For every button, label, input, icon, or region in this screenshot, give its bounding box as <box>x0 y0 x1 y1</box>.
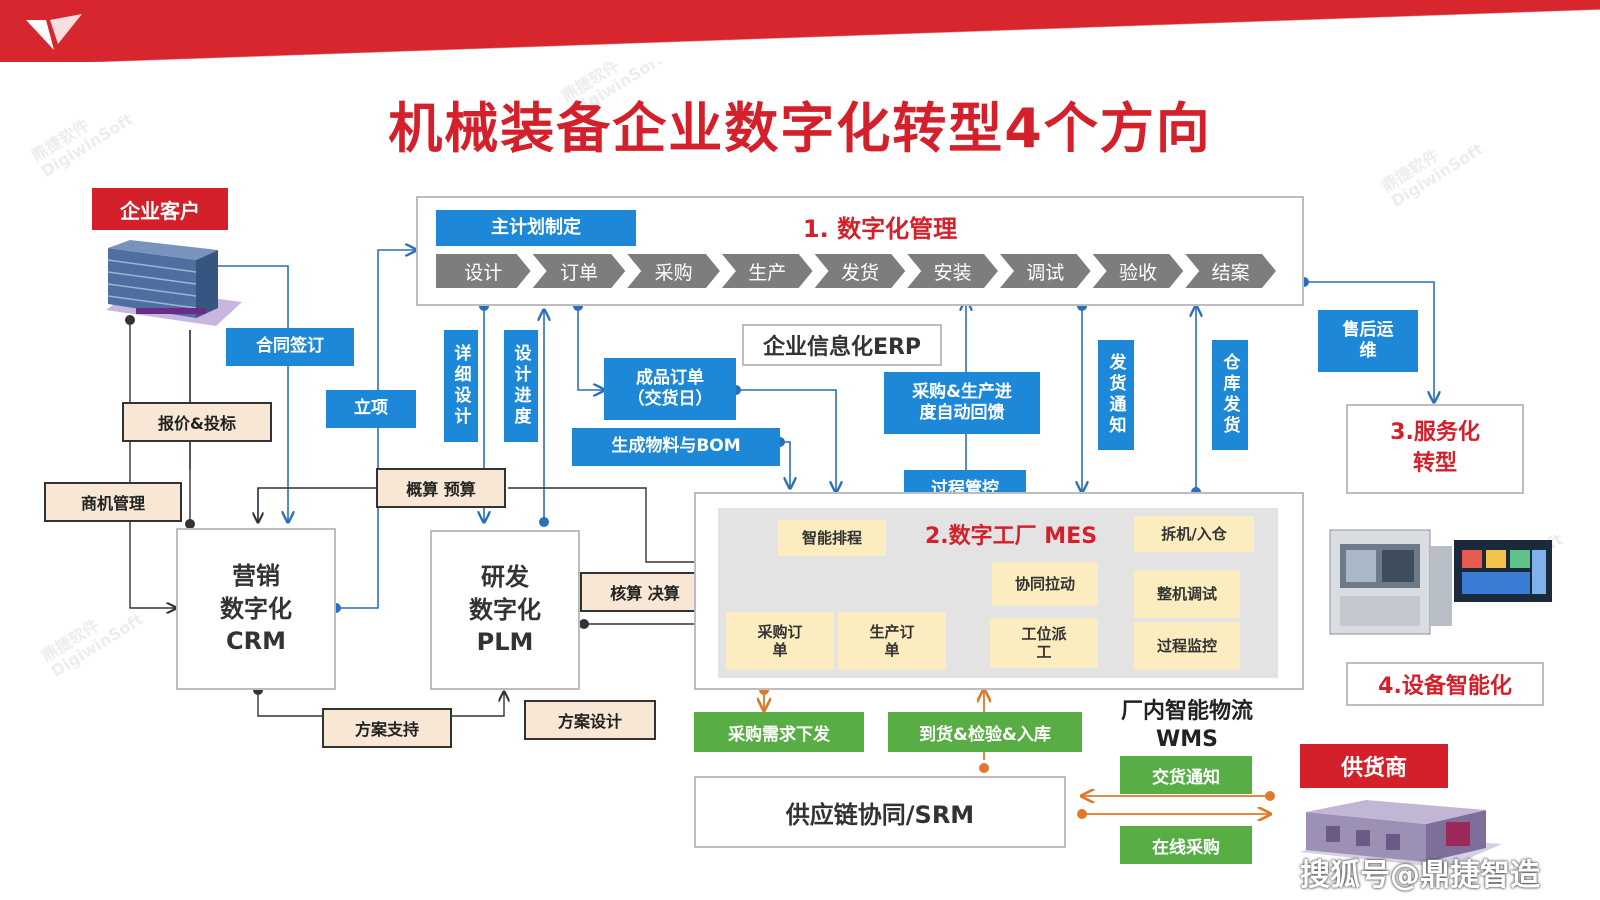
machine-debug-label: 整机调试 <box>1134 570 1240 618</box>
purchase-order-label: 采购订单 <box>726 612 834 670</box>
progress-feedback-label: 采购&生产进度自动回馈 <box>884 372 1040 434</box>
step-closing: 结案 <box>1185 254 1276 288</box>
digital-management-title: 1. 数字化管理 <box>802 214 958 243</box>
master-plan-label: 主计划制定 <box>436 210 636 246</box>
top-banner <box>0 0 1600 62</box>
dismantle-warehouse-label: 拆机/入仓 <box>1134 516 1254 552</box>
product-order-label: 成品订单（交货日） <box>604 358 736 420</box>
delivery-notice-label: 发货通知 <box>1098 340 1134 450</box>
equipment-intelligence-box: 4.设备智能化 <box>1346 662 1544 706</box>
srm-box: 供应链协同/SRM <box>694 776 1066 848</box>
quote-bid-label: 报价&投标 <box>122 402 272 442</box>
process-chevron-row: 设计 订单 采购 生产 发货 安装 调试 验收 结案 <box>436 254 1276 288</box>
purchase-demand-label: 采购需求下发 <box>694 712 864 752</box>
step-acceptance: 验收 <box>1093 254 1184 288</box>
solution-support-label: 方案支持 <box>322 708 452 748</box>
footer-source: 搜狐号@鼎捷智造 <box>1300 858 1540 893</box>
production-order-label: 生产订单 <box>838 612 946 670</box>
smart-scheduling-label: 智能排程 <box>778 520 886 556</box>
warehouse-delivery-label: 仓库发货 <box>1212 340 1248 450</box>
step-install: 安装 <box>907 254 998 288</box>
delivery-notice-green-label: 交货通知 <box>1120 756 1252 794</box>
step-shipping: 发货 <box>815 254 906 288</box>
step-debug: 调试 <box>1000 254 1091 288</box>
after-sales-label: 售后运维 <box>1318 310 1418 372</box>
office-building-icon <box>106 240 242 326</box>
step-order: 订单 <box>533 254 626 288</box>
digital-factory-title: 2.数字工厂 MES <box>924 524 1098 549</box>
workstation-dispatch-label: 工位派工 <box>990 618 1098 668</box>
erp-label: 企业信息化ERP <box>742 324 942 366</box>
enterprise-customer-tag: 企业客户 <box>92 188 228 230</box>
supplier-tag: 供货商 <box>1300 744 1448 788</box>
accounting-settlement-label: 核算 决算 <box>580 572 710 612</box>
opportunity-management-label: 商机管理 <box>44 482 182 522</box>
service-transformation-box: 3.服务化转型 <box>1346 404 1524 494</box>
brand-logo-icon <box>26 14 82 50</box>
smart-equipment-image <box>1329 529 1552 635</box>
detail-design-label: 详细设计 <box>444 330 478 442</box>
collaborative-pull-label: 协同拉动 <box>992 562 1098 606</box>
step-design: 设计 <box>436 254 531 288</box>
step-production: 生产 <box>722 254 813 288</box>
process-monitoring-label: 过程监控 <box>1134 622 1240 670</box>
arrival-inspection-label: 到货&检验&入库 <box>888 712 1082 752</box>
contract-signing-label: 合同签订 <box>226 328 354 366</box>
design-progress-label: 设计进度 <box>504 330 538 442</box>
budget-estimate-label: 概算 预算 <box>376 468 506 508</box>
solution-design-label: 方案设计 <box>524 700 656 740</box>
page-title: 机械装备企业数字化转型4个方向 <box>388 97 1212 160</box>
online-purchase-label: 在线采购 <box>1120 826 1252 864</box>
project-initiation-label: 立项 <box>326 390 416 428</box>
step-purchase: 采购 <box>627 254 720 288</box>
factory-building-icon <box>1300 800 1502 868</box>
bom-generation-label: 生成物料与BOM <box>572 428 780 466</box>
